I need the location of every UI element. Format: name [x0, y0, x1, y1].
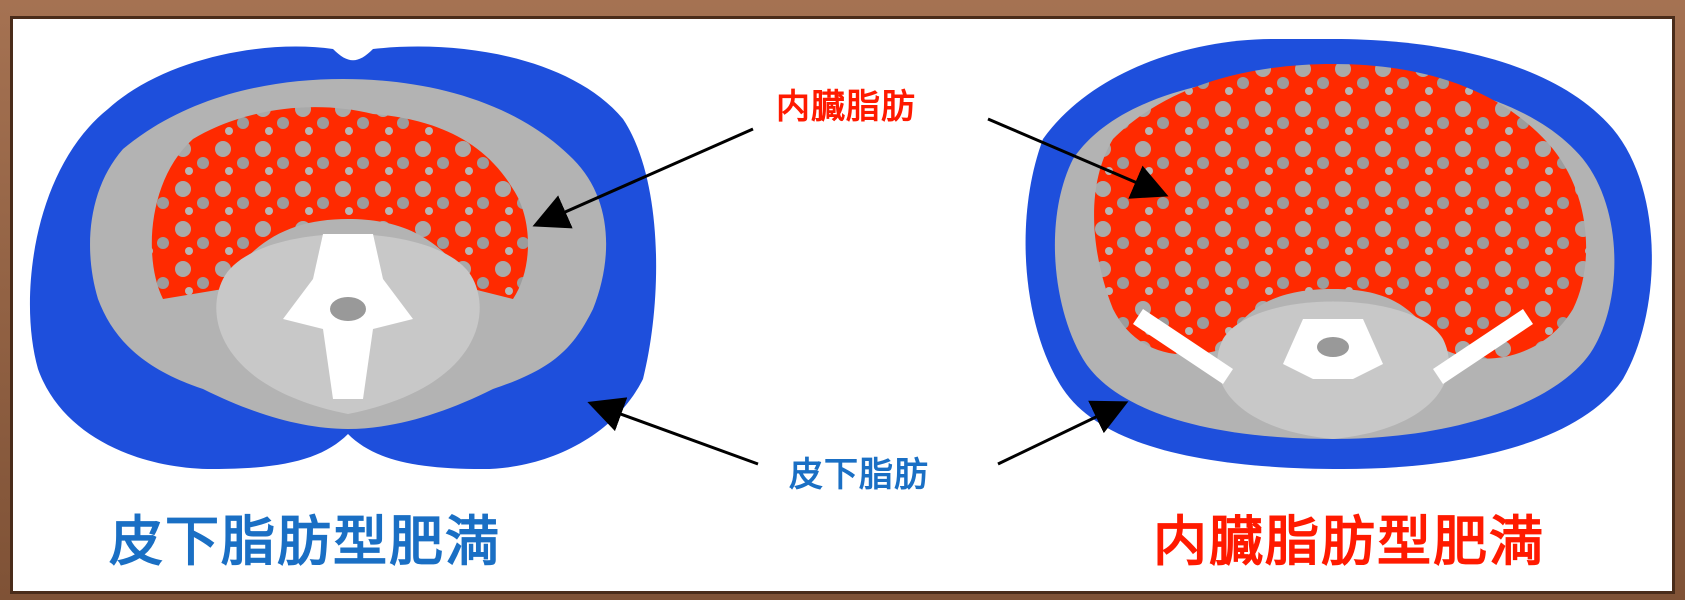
- right-pelvis-right: [1433, 309, 1533, 384]
- left-vertebral-canal: [330, 297, 366, 321]
- visceral-fat-label: 内臓脂肪: [776, 87, 916, 127]
- left-visceral-fat: [151, 107, 528, 299]
- subcutaneous-obesity-title: 皮下脂肪型肥満: [109, 510, 501, 573]
- ct-comparison-diagram: [29, 39, 1652, 469]
- left-ct-slice: [29, 46, 657, 469]
- visceral-obesity-title: 内臓脂肪型肥満: [1153, 510, 1545, 573]
- right-vertebral-canal: [1317, 337, 1349, 357]
- arrow-visceral-left: [532, 127, 754, 229]
- arrow-subcutaneous-left: [587, 397, 759, 466]
- arrow-subcutaneous-right: [997, 400, 1129, 466]
- diagram-panel: 内臓脂肪 皮下脂肪 皮下脂肪型肥満 内臓脂肪型肥満: [10, 16, 1675, 594]
- right-pelvis-left: [1133, 309, 1233, 384]
- arrow-visceral-right: [987, 117, 1169, 199]
- right-visceral-fat: [1094, 64, 1587, 359]
- right-ct-slice: [1025, 39, 1652, 469]
- subcutaneous-fat-label: 皮下脂肪: [789, 455, 929, 495]
